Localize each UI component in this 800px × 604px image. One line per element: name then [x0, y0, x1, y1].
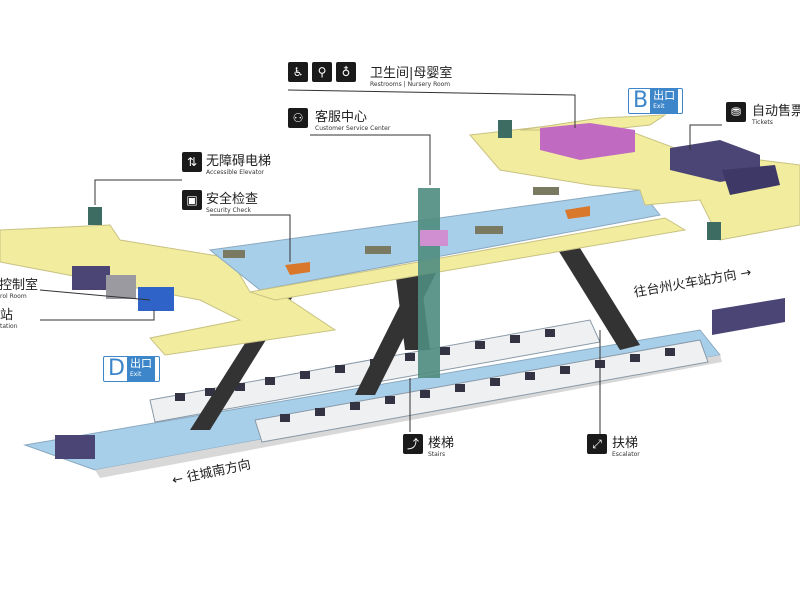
nursery-icon: ♁ [336, 62, 356, 82]
service-center-box [420, 230, 448, 246]
train-lower [254, 339, 709, 443]
leader-lines [39, 89, 722, 435]
elevator-icon: ⇅ [182, 152, 202, 172]
escalator-icon: ⤢ [587, 434, 607, 454]
ticket-label: 自动售票 Tickets [752, 104, 800, 126]
platform-room-right [712, 298, 785, 335]
turnstile-left [285, 262, 310, 275]
security-gates [223, 187, 559, 258]
control-room-a [72, 266, 110, 290]
service-label: 客服中心 Customer Service Center [315, 110, 391, 132]
escalator-right [555, 240, 640, 350]
platform-room-left [55, 435, 95, 459]
elevator-label: 无障碍电梯 Accessible Elevator [206, 154, 272, 176]
security-label: 安全检查 Security Check [206, 192, 259, 214]
ticket-icon: ⛃ [726, 102, 746, 122]
elevator-box-left [88, 207, 102, 225]
customer-service-icon: ⚇ [288, 108, 308, 128]
escalator-label: 扶梯 Escalator [612, 436, 640, 458]
turnstile-right [565, 206, 590, 219]
control-room-label: 站控制室 Control Room [0, 278, 39, 300]
stairs-label: 楼梯 Stairs [428, 436, 455, 458]
accessible-elevator-shaft [418, 188, 440, 378]
restroom-block [540, 123, 635, 160]
elevator-box-top [498, 120, 512, 138]
station-label: 站 tation [0, 308, 18, 330]
toilet-icon: ⚲ [312, 62, 332, 82]
elevator-box-right [707, 222, 721, 240]
security-check-icon: ▣ [182, 190, 202, 210]
restroom-label: 卫生间|母婴室 Restrooms | Nursery Room [370, 66, 453, 88]
restroom-icon: ♿ [288, 62, 308, 82]
concourse-main [249, 217, 687, 301]
stairs-icon: ⤴ [403, 434, 423, 454]
control-room-b [106, 275, 136, 299]
